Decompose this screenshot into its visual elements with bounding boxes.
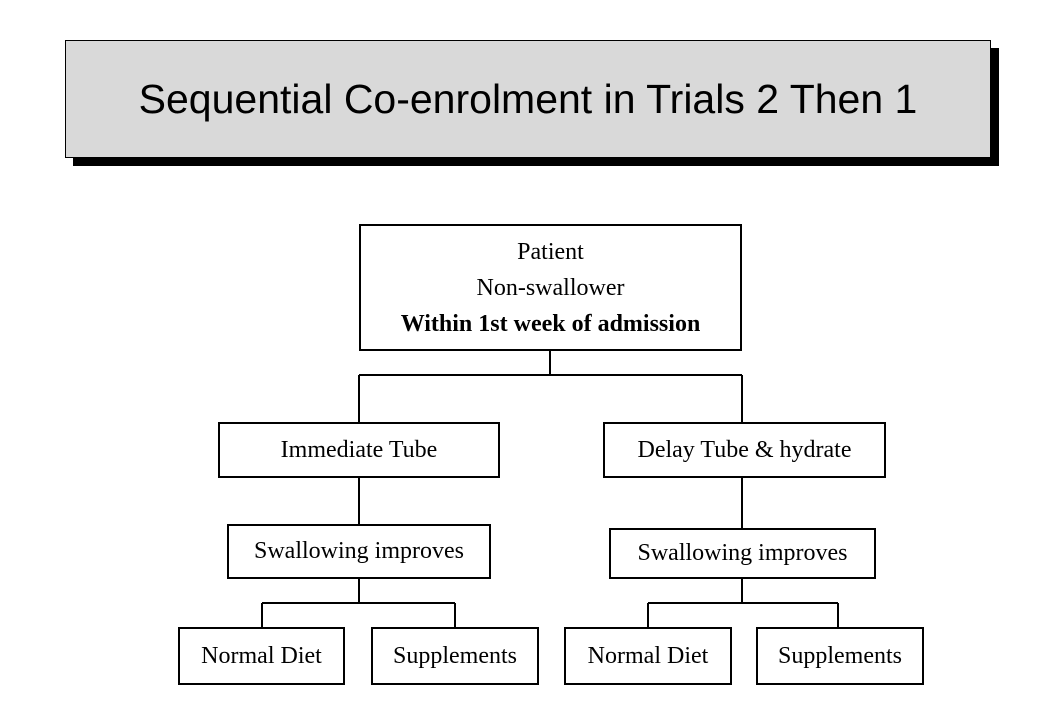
left-normal-diet-label: Normal Diet [201,642,322,669]
connector-left-outcome-to-options [261,578,456,628]
right-swallowing-improves-label: Swallowing improves [637,540,848,566]
right-supplements-label: Supplements [778,642,902,669]
right-swallowing-improves-node: Swallowing improves [609,528,876,579]
patient-node: Patient Non-swallower Within 1st week of… [359,224,742,351]
immediate-tube-label: Immediate Tube [280,436,438,463]
left-supplements-label: Supplements [393,642,517,669]
connector-right-outcome-to-options [647,578,839,628]
right-supplements-node: Supplements [756,627,924,685]
page-title: Sequential Co-enrolment in Trials 2 Then… [138,75,918,122]
title-banner: Sequential Co-enrolment in Trials 2 Then… [65,40,991,158]
patient-label: Patient [517,238,584,265]
left-supplements-node: Supplements [371,627,539,685]
delay-tube-label: Delay Tube & hydrate [637,436,852,463]
immediate-tube-node: Immediate Tube [218,422,500,478]
admission-window-label: Within 1st week of admission [400,310,701,337]
delay-tube-node: Delay Tube & hydrate [603,422,886,478]
connector-root-to-branches [358,350,743,423]
right-normal-diet-node: Normal Diet [564,627,732,685]
left-normal-diet-node: Normal Diet [178,627,345,685]
left-swallowing-improves-label: Swallowing improves [254,538,464,564]
right-normal-diet-label: Normal Diet [587,642,709,669]
non-swallower-label: Non-swallower [476,274,625,301]
left-swallowing-improves-node: Swallowing improves [227,524,491,579]
